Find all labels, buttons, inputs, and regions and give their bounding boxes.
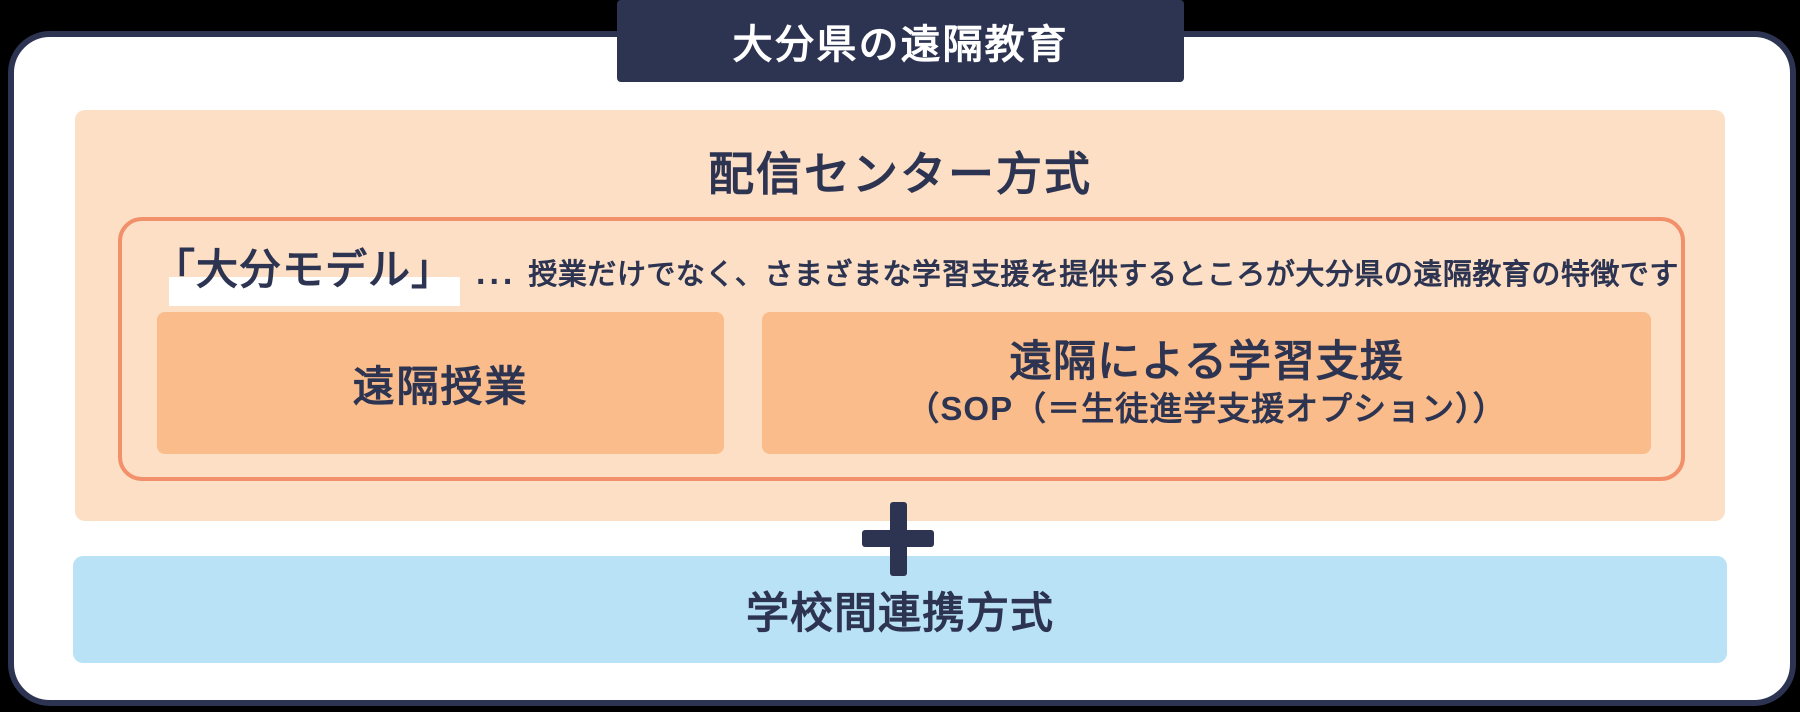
oita-model-label: 「大分モデル」 xyxy=(153,236,461,306)
school-cooperation-panel: 学校間連携方式 xyxy=(73,556,1727,663)
oita-model-description: 授業だけでなく、さまざまな学習支援を提供するところが大分県の遠隔教育の特徴です xyxy=(528,259,1679,291)
school-cooperation-title: 学校間連携方式 xyxy=(746,589,1054,638)
plus-icon-vertical-bar xyxy=(890,502,907,576)
delivery-center-panel: 配信センター方式 「大分モデル」 ... 授業だけでなく、さまざまな学習支援を提… xyxy=(75,110,1725,521)
ellipsis-dots: ... xyxy=(476,254,517,292)
page-title: 大分県の遠隔教育 xyxy=(732,23,1069,67)
delivery-center-title: 配信センター方式 xyxy=(708,148,1092,200)
remote-class-box: 遠隔授業 xyxy=(157,312,724,454)
oita-model-box: 「大分モデル」 ... 授業だけでなく、さまざまな学習支援を提供するところが大分… xyxy=(118,217,1685,481)
title-banner: 大分県の遠隔教育 xyxy=(617,0,1184,82)
learning-support-box: 遠隔による学習支援 （SOP（＝生徒進学支援オプション）） xyxy=(762,312,1651,454)
remote-class-label: 遠隔授業 xyxy=(352,362,529,410)
learning-support-subtitle: （SOP（＝生徒進学支援オプション）） xyxy=(906,390,1507,427)
learning-support-title: 遠隔による学習支援 xyxy=(1009,338,1404,386)
oita-model-row: 「大分モデル」 ... 授業だけでなく、さまざまな学習支援を提供するところが大分… xyxy=(153,236,1678,306)
plus-icon xyxy=(862,502,934,576)
